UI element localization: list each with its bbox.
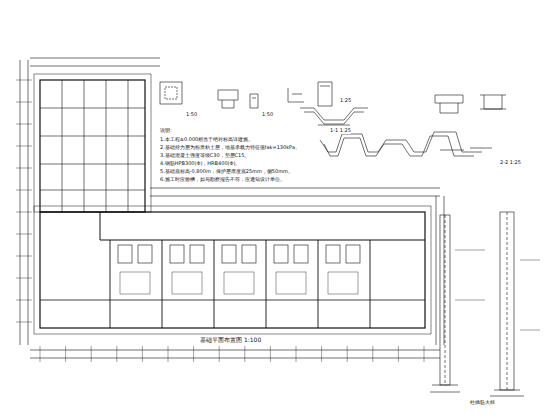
detail-label: 1-1 1:25 <box>330 128 351 134</box>
drawing-title: 基础平面布置图 1:100 <box>200 337 261 344</box>
note-text: 说明: <box>160 128 172 134</box>
note-text: 3.基础混凝土强度等级C30，垫层C15。 <box>160 153 249 159</box>
note-text: 4.钢筋HPB300(Φ)，HRB400(Φ)。 <box>160 161 240 167</box>
note-text: 2.基础持力层为粉质粘土层，地基承载力特征值fak=130kPa。 <box>160 145 300 151</box>
detail-label: 2-2 1:25 <box>500 160 521 166</box>
detail-label: 1:25 <box>340 98 351 104</box>
note-text: 1.本工程±0.000相当于绝对标高详建施。 <box>160 137 253 143</box>
note-text: 5.基础底标高-0.800m，保护层厚度底25mm，侧50mm。 <box>160 169 293 175</box>
foundation-plan <box>20 58 444 358</box>
detail-label: 柱插筋大样 <box>470 400 495 406</box>
detail-sketches <box>160 82 540 396</box>
detail-label: 1:50 <box>186 112 197 118</box>
note-text: 6.施工时应验槽，如与勘察报告不符，应通知设计单位。 <box>160 177 285 183</box>
wall-grid <box>16 80 424 362</box>
detail-label: 1:50 <box>262 112 273 118</box>
